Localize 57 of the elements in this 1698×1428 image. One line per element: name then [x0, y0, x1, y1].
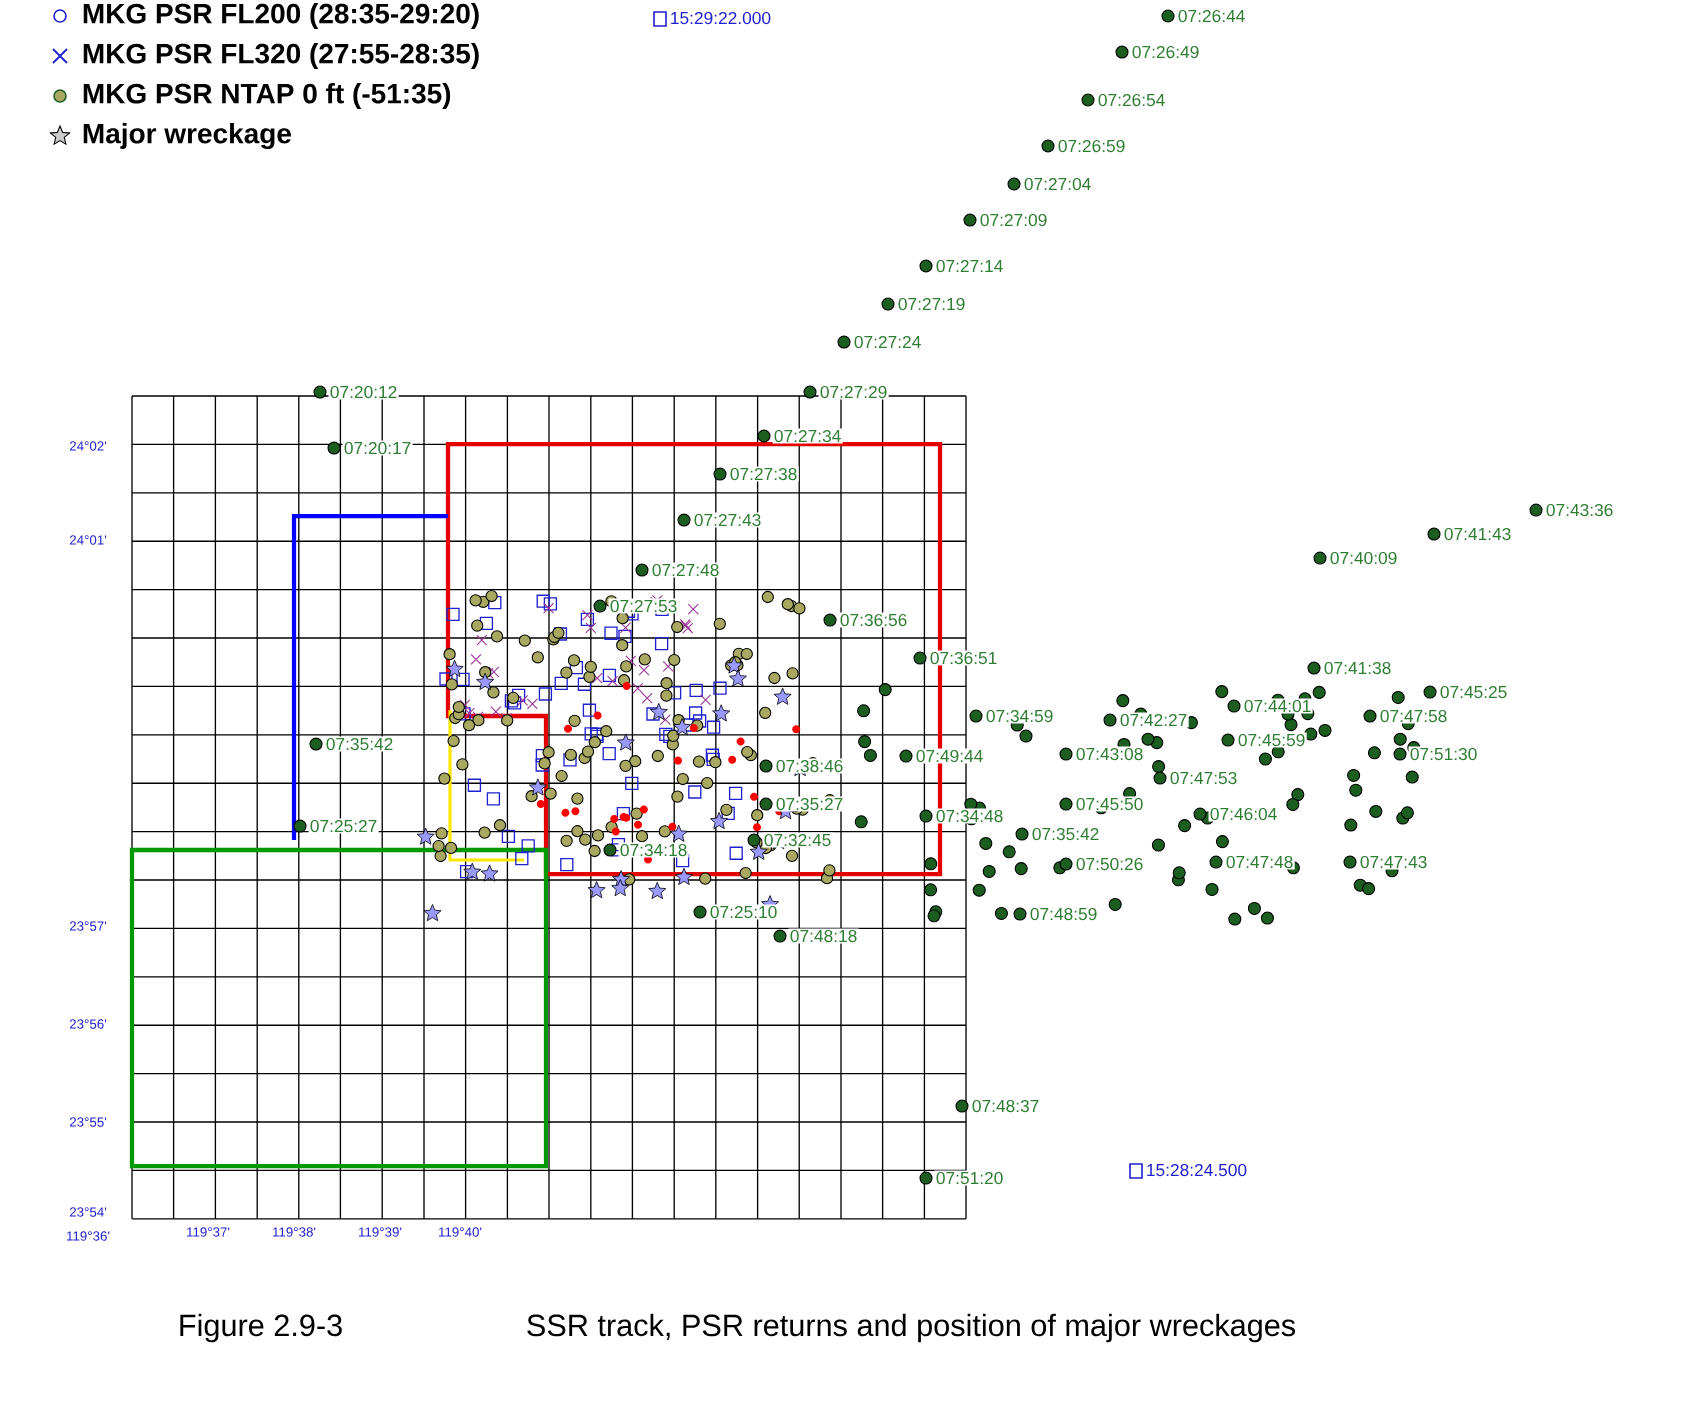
time-label: 15:29:22.000: [668, 10, 773, 26]
time-label: 07:46:04: [1208, 806, 1279, 822]
time-label: 07:27:38: [728, 466, 799, 482]
time-label: 07:47:53: [1168, 770, 1239, 786]
legend-text: MKG PSR FL320 (27:55-28:35): [83, 42, 479, 70]
time-label: 07:26:54: [1096, 92, 1167, 108]
time-label: 07:51:30: [1408, 746, 1479, 762]
time-label: 07:27:04: [1022, 176, 1093, 192]
time-label: 07:47:58: [1378, 708, 1449, 724]
time-label: 07:34:48: [934, 808, 1005, 824]
time-label: 07:45:50: [1074, 796, 1145, 812]
figure-number: Figure 2.9-3: [180, 1313, 342, 1343]
time-label: 07:47:48: [1224, 854, 1295, 870]
time-label: 07:48:37: [970, 1098, 1041, 1114]
figure-caption: SSR track, PSR returns and position of major wreckages: [527, 1313, 1296, 1343]
time-label: 07:35:42: [1030, 826, 1101, 842]
time-label: 07:26:44: [1176, 8, 1247, 24]
time-label: 07:26:49: [1130, 44, 1201, 60]
time-label: 07:20:12: [328, 384, 399, 400]
time-label: 07:36:56: [838, 612, 909, 628]
time-label: 07:27:19: [896, 296, 967, 312]
time-label: 07:42:27: [1118, 712, 1189, 728]
time-label: 07:25:10: [708, 904, 779, 920]
time-label: 07:27:53: [608, 598, 679, 614]
time-label: 07:34:59: [984, 708, 1055, 724]
time-label: 07:27:43: [692, 512, 763, 528]
time-label: 07:44:01: [1242, 698, 1313, 714]
time-label: 07:36:51: [928, 650, 999, 666]
time-label: 07:26:59: [1056, 138, 1127, 154]
time-label: 07:43:36: [1544, 502, 1615, 518]
legend-text: MKG PSR NTAP 0 ft (-51:35): [83, 82, 451, 110]
legend-text: MKG PSR FL200 (28:35-29:20): [83, 2, 479, 30]
time-label: 15:28:24.500: [1144, 1162, 1249, 1178]
time-label: 07:45:25: [1438, 684, 1509, 700]
time-label: 07:27:29: [818, 384, 889, 400]
time-label: 07:34:18: [618, 842, 689, 858]
time-label: 07:49:44: [914, 748, 985, 764]
time-label: 07:20:17: [342, 440, 413, 456]
time-label: 07:27:34: [772, 428, 843, 444]
time-label: 07:27:09: [978, 212, 1049, 228]
time-label: 07:40:09: [1328, 550, 1399, 566]
time-label: 07:41:43: [1442, 526, 1513, 542]
time-label: 07:47:43: [1358, 854, 1429, 870]
time-label: 07:35:27: [774, 796, 845, 812]
time-label: 07:25:27: [308, 818, 379, 834]
legend-text: Major wreckage: [83, 122, 291, 150]
time-label: 07:38:46: [774, 758, 845, 774]
time-label: 07:43:08: [1074, 746, 1145, 762]
time-label: 07:50:26: [1074, 856, 1145, 872]
time-label: 07:41:38: [1322, 660, 1393, 676]
time-label: 07:48:59: [1028, 906, 1099, 922]
time-label: 07:27:48: [650, 562, 721, 578]
time-label: 07:51:20: [934, 1170, 1005, 1186]
time-label: 07:35:42: [324, 736, 395, 752]
time-label: 07:45:59: [1236, 732, 1307, 748]
time-label: 07:27:24: [852, 334, 923, 350]
time-label: 07:27:14: [934, 258, 1005, 274]
